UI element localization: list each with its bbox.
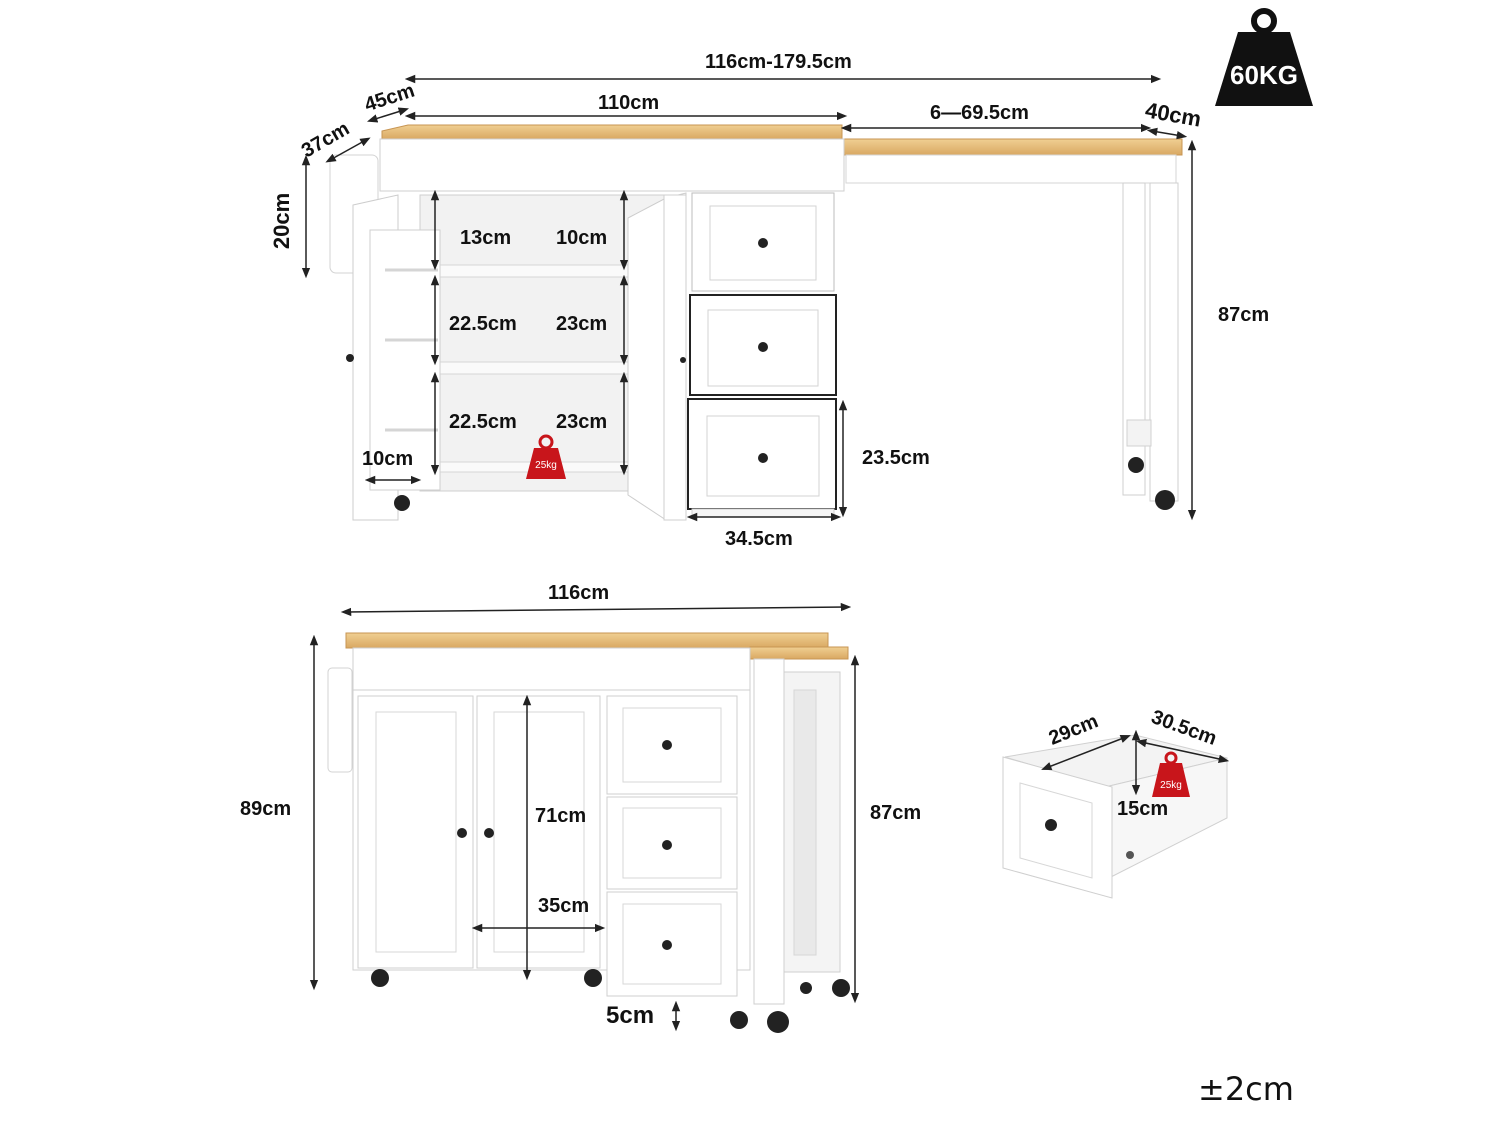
weight-badge-label: 60KG (1230, 60, 1298, 90)
shelf-gap-top-right: 10cm (556, 227, 608, 249)
door-rack-depth-label: 10cm (362, 448, 414, 470)
drawer-detail-illustration (1002, 734, 1228, 899)
door-width-label: 35cm (538, 895, 590, 917)
cabinet-height-label: 71cm (535, 805, 587, 827)
front-height-label: 87cm (870, 802, 922, 824)
extended-island-illustration (329, 124, 1183, 521)
weight-badge-icon: 60KG (1215, 8, 1313, 106)
front-view-dimension-lines (309, 602, 860, 1032)
clearance-label: 5cm (606, 1002, 655, 1029)
drawer-weight-icon: 25kg (1152, 751, 1190, 797)
extension-length-label: 6—69.5cm (930, 102, 1029, 124)
drawer-dimension-lines (1041, 729, 1230, 796)
shelf-gap-mid-left: 22.5cm (449, 313, 517, 335)
shelf-gap-low-right: 23cm (556, 411, 608, 433)
total-width-label: 116cm-179.5cm (705, 51, 852, 73)
shelf-gap-mid-right: 23cm (556, 313, 608, 335)
closed-island-illustration (327, 632, 850, 1033)
rack-height-label: 20cm (269, 192, 295, 250)
tolerance-label: ±2cm (1198, 1070, 1294, 1108)
drawer-inner-height-label: 15cm (1117, 798, 1169, 820)
front-width-label: 116cm (548, 582, 610, 604)
shelf-gap-top-left: 13cm (460, 227, 512, 249)
island-height-label: 87cm (1218, 304, 1270, 326)
overall-height-label: 89cm (240, 798, 292, 820)
drawer-width-label: 34.5cm (725, 528, 793, 550)
drawer-height-label: 23.5cm (862, 447, 930, 469)
weight-icon: 25kg (526, 434, 566, 479)
shelf-gap-low-left: 22.5cm (449, 411, 517, 433)
top-drawers (687, 192, 837, 518)
top-view-dimension-lines (301, 74, 1197, 522)
top-width-label: 110cm (598, 92, 660, 114)
weight-label: 25kg (535, 460, 557, 471)
drawer-weight-label: 25kg (1160, 780, 1182, 791)
